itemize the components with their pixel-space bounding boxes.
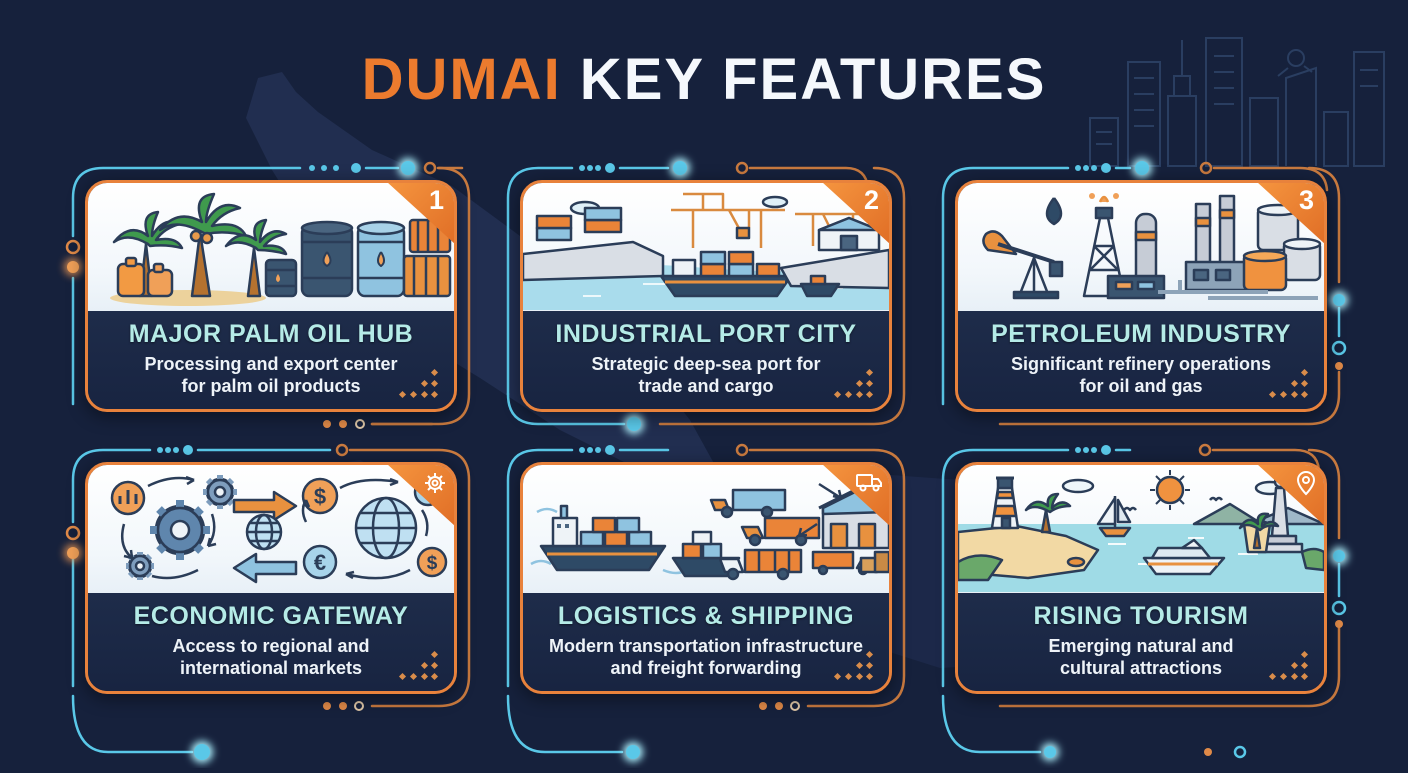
card-description: Strategic deep-sea port for trade and ca… [591, 354, 821, 396]
port-illustration [523, 183, 889, 311]
card-title: RISING TOURISM [1033, 602, 1249, 630]
card-petroleum-industry: PETROLEUM INDUSTRY Significant refinery … [955, 180, 1327, 412]
beach-lighthouse-boats-monument-icon [958, 470, 1324, 592]
card-title: PETROLEUM INDUSTRY [991, 320, 1291, 348]
svg-text:€: € [314, 550, 326, 575]
title-rest: KEY FEATURES [561, 47, 1047, 112]
card-text-panel: INDUSTRIAL PORT CITY Strategic deep-sea … [523, 311, 889, 409]
palm-oil-illustration [88, 183, 454, 311]
card-description: Modern transportation infrastructure and… [548, 636, 864, 678]
card-title: ECONOMIC GATEWAY [133, 602, 409, 630]
card-title: INDUSTRIAL PORT CITY [555, 320, 857, 348]
svg-text:$: $ [427, 553, 438, 574]
palm-trees-oil-barrels-icon [110, 192, 452, 306]
oil-pump-refinery-tanks-icon [982, 193, 1322, 300]
corner-dots-pattern [833, 650, 874, 681]
corner-dots-pattern [1268, 650, 1309, 681]
truck-icon [856, 474, 882, 492]
card-description: Processing and export center for palm oi… [144, 354, 398, 396]
card-industrial-port: INDUSTRIAL PORT CITY Strategic deep-sea … [520, 180, 892, 412]
card-logistics-shipping: LOGISTICS & SHIPPING Modern transportati… [520, 462, 892, 694]
card-title: LOGISTICS & SHIPPING [557, 602, 855, 630]
gears-globe-currency-exchange-icon: $ € $ [110, 475, 448, 584]
card-text-panel: MAJOR PALM OIL HUB Processing and export… [88, 311, 454, 409]
tourism-illustration [958, 465, 1324, 593]
card-rising-tourism: RISING TOURISM Emerging natural and cult… [955, 462, 1327, 694]
card-economic-gateway: $ € $ ECONOMIC GATEWAY Access to regiona… [85, 462, 457, 694]
corner-dots-pattern [833, 368, 874, 399]
card-text-panel: LOGISTICS & SHIPPING Modern transportati… [523, 593, 889, 691]
petroleum-illustration [958, 183, 1324, 311]
economy-illustration: $ € $ [88, 465, 454, 593]
card-title: MAJOR PALM OIL HUB [128, 320, 414, 348]
ships-trucks-warehouse-icon [530, 482, 889, 581]
card-text-panel: PETROLEUM INDUSTRY Significant refinery … [958, 311, 1324, 409]
card-text-panel: ECONOMIC GATEWAY Access to regional and … [88, 593, 454, 691]
location-pin-icon [1296, 470, 1316, 496]
svg-text:$: $ [314, 484, 326, 509]
corner-dots-pattern [398, 650, 439, 681]
corner-dots-pattern [398, 368, 439, 399]
page-title: DUMAI KEY FEATURES [0, 46, 1408, 113]
card-text-panel: RISING TOURISM Emerging natural and cult… [958, 593, 1324, 691]
card-description: Emerging natural and cultural attraction… [1048, 636, 1234, 678]
gear-icon [425, 473, 445, 493]
corner-dots-pattern [1268, 368, 1309, 399]
title-highlight: DUMAI [361, 47, 562, 112]
card-palm-oil-hub: MAJOR PALM OIL HUB Processing and export… [85, 180, 457, 412]
seaport-cranes-cargo-ships-icon [523, 192, 889, 310]
logistics-illustration [523, 465, 889, 593]
card-description: Significant refinery operations for oil … [1010, 354, 1272, 396]
card-description: Access to regional and international mar… [172, 636, 370, 678]
